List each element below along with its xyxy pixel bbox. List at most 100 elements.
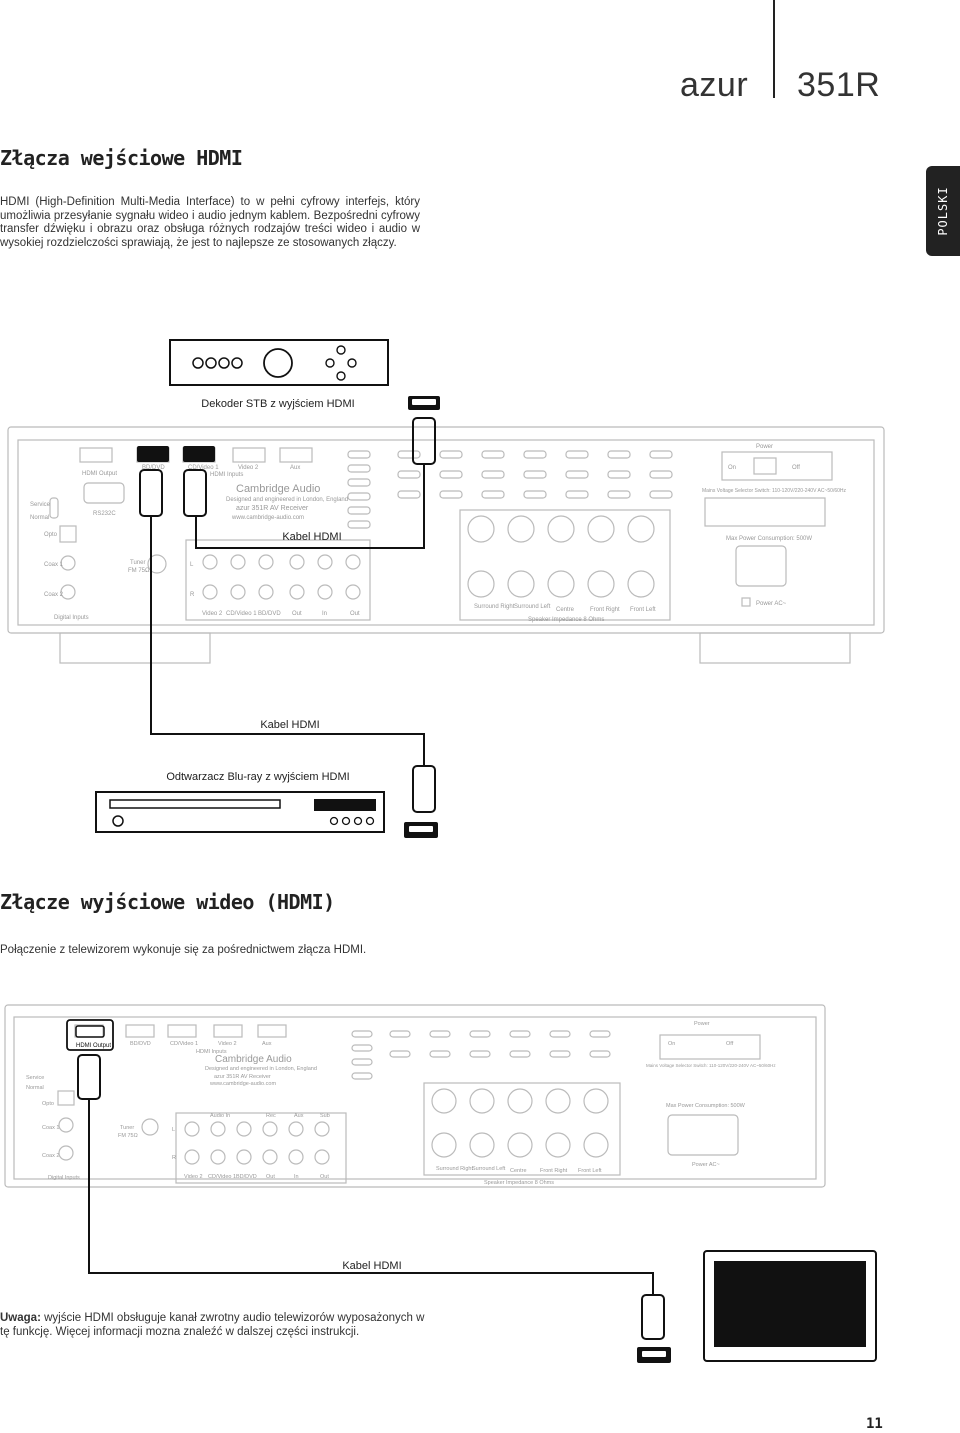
stb-device [169, 339, 389, 386]
svg-text:In: In [322, 611, 327, 617]
note-label: Uwaga: [0, 1312, 41, 1324]
svg-text:CD/Video 1: CD/Video 1 [170, 1041, 198, 1047]
cable-label-bottom: Kabel HDMI [260, 719, 319, 731]
svg-text:Max Power Consumption: 500W: Max Power Consumption: 500W [726, 536, 812, 542]
svg-text:FM 75Ω: FM 75Ω [118, 1133, 138, 1139]
svg-text:RS232C: RS232C [93, 511, 116, 517]
svg-text:Cambridge Audio: Cambridge Audio [236, 483, 320, 495]
tv-hdmi-port [637, 1347, 671, 1363]
svg-text:Out: Out [320, 1174, 329, 1180]
hdmi-input-diagram: Dekoder STB z wyjściem HDMI [7, 339, 885, 838]
svg-text:Front Left: Front Left [630, 607, 656, 613]
svg-text:Tuner: Tuner [120, 1125, 134, 1131]
svg-text:HDMI Inputs: HDMI Inputs [196, 1049, 227, 1055]
svg-text:Off: Off [726, 1041, 734, 1047]
svg-text:Sub: Sub [320, 1113, 330, 1119]
svg-text:www.cambridge-audio.com: www.cambridge-audio.com [231, 515, 304, 521]
svg-text:Service: Service [26, 1075, 44, 1081]
paragraph-line: wysokiej rozdzielczości sprawiają, że je… [0, 236, 397, 249]
svg-text:Designed and engineered in Lon: Designed and engineered in London, Engla… [226, 497, 348, 503]
svg-text:Video 2: Video 2 [218, 1041, 237, 1047]
receiver-rear-panel-2 [4, 1004, 826, 1188]
svg-text:Designed and engineered in Lon: Designed and engineered in London, Engla… [205, 1066, 317, 1072]
svg-text:BD/DVD: BD/DVD [142, 465, 165, 471]
svg-text:Video 2: Video 2 [238, 465, 259, 471]
receiver-labels-2: BD/DVD CD/Video 1 Video 2 Aux HDMI Input… [26, 1021, 776, 1186]
svg-text:Power AC~: Power AC~ [756, 601, 787, 607]
section2-title: Złącze wyjściowe wideo (HDMI) [0, 890, 335, 914]
svg-text:azur 351R AV Receiver: azur 351R AV Receiver [236, 505, 309, 512]
svg-text:Max Power Consumption: 500W: Max Power Consumption: 500W [666, 1103, 746, 1109]
svg-text:CD/Video 1: CD/Video 1 [208, 1174, 236, 1180]
hdmi-output-diagram: BD/DVD CD/Video 1 Video 2 Aux HDMI Input… [4, 1004, 877, 1363]
svg-text:Video 2: Video 2 [184, 1174, 203, 1180]
svg-text:Normal: Normal [26, 1085, 44, 1091]
svg-text:BD/DVD: BD/DVD [236, 1174, 257, 1180]
svg-text:Digital Inputs: Digital Inputs [54, 615, 89, 621]
svg-text:Out: Out [266, 1174, 275, 1180]
receiver-labels: HDMI Output BD/DVD CD/Video 1 Video 2 Au… [30, 444, 847, 623]
hdmi-output-cable [77, 1054, 665, 1340]
svg-text:CD/Video 1: CD/Video 1 [226, 611, 257, 617]
svg-text:Opto: Opto [44, 532, 58, 538]
svg-text:Mains Voltage Selector Switch:: Mains Voltage Selector Switch: 110-120V/… [646, 1063, 776, 1068]
svg-text:Centre: Centre [556, 607, 575, 613]
cable-label-top: Kabel HDMI [282, 531, 341, 543]
svg-text:Front Left: Front Left [578, 1168, 602, 1174]
hdmi-output-port: HDMI Output [66, 1019, 114, 1051]
stb-caption: Dekoder STB z wyjściem HDMI [201, 398, 354, 410]
svg-text:L: L [190, 562, 194, 568]
svg-text:Out: Out [292, 611, 302, 617]
svg-text:FM 75Ω: FM 75Ω [128, 568, 150, 574]
svg-text:Tuner: Tuner [130, 560, 145, 566]
svg-text:Front Right: Front Right [590, 607, 620, 613]
television [703, 1250, 877, 1362]
svg-text:Speaker Impedance 8 Ohms: Speaker Impedance 8 Ohms [484, 1180, 554, 1186]
bluray-hdmi-port [404, 822, 438, 838]
paragraph-line: transfer dźwięku i obrazu oraz obsługa r… [0, 223, 420, 235]
svg-text:Audio In: Audio In [210, 1113, 230, 1119]
svg-text:Speaker Impedance 8 Ohms: Speaker Impedance 8 Ohms [528, 617, 604, 623]
svg-text:Cambridge Audio: Cambridge Audio [215, 1054, 292, 1065]
svg-text:Video 2: Video 2 [202, 611, 223, 617]
svg-text:R: R [172, 1155, 176, 1161]
svg-text:Coax 2: Coax 2 [42, 1153, 59, 1159]
section1-paragraph: HDMI (High-Definition Multi-Media Interf… [0, 196, 420, 250]
svg-text:On: On [668, 1041, 675, 1047]
svg-text:BD/DVD: BD/DVD [130, 1041, 151, 1047]
note-line1: wyjście HDMI obsługuje kanał zwrotny aud… [40, 1312, 425, 1324]
receiver-rear-panel [7, 426, 885, 664]
svg-text:Centre: Centre [510, 1168, 527, 1174]
brand-name: azur [680, 66, 749, 104]
svg-text:BD/DVD: BD/DVD [258, 611, 281, 617]
svg-text:HDMI Inputs: HDMI Inputs [210, 472, 243, 478]
paragraph-line: HDMI (High-Definition Multi-Media Interf… [0, 196, 420, 208]
bluray-caption: Odtwarzacz Blu-ray z wyjściem HDMI [166, 771, 349, 783]
cable-label-output: Kabel HDMI [342, 1260, 401, 1272]
svg-text:Coax 1: Coax 1 [44, 562, 64, 568]
svg-text:Surround Left: Surround Left [514, 604, 551, 610]
svg-text:L: L [172, 1127, 175, 1133]
note-line2: tę funkcję. Więcej informacji mozna znal… [0, 1325, 360, 1338]
bluray-player [95, 791, 385, 833]
section2-paragraph: Połączenie z telewizorem wykonuje się za… [0, 944, 367, 956]
svg-text:Mains Voltage Selector Switch:: Mains Voltage Selector Switch: 110-120V/… [702, 488, 847, 494]
section1-title: Złącza wejściowe HDMI [0, 146, 243, 170]
svg-text:Normal: Normal [30, 515, 49, 521]
svg-text:Service: Service [30, 502, 51, 508]
svg-text:Aux: Aux [290, 465, 300, 471]
svg-text:Power: Power [694, 1021, 710, 1027]
svg-text:Surround Left: Surround Left [472, 1166, 506, 1172]
svg-text:Power: Power [756, 444, 773, 450]
svg-text:HDMI Output: HDMI Output [76, 1043, 111, 1049]
svg-text:Coax 1: Coax 1 [42, 1125, 59, 1131]
svg-text:Surround Right: Surround Right [474, 604, 515, 610]
hdmi-cables [139, 417, 436, 813]
hdmi-plugs [137, 396, 440, 462]
paragraph-line: umożliwia przesyłanie sygnału wideo i au… [0, 209, 420, 222]
svg-text:CD/Video 1: CD/Video 1 [188, 465, 219, 471]
language-tab-label: POLSKI [936, 186, 950, 236]
svg-text:Surround Right: Surround Right [436, 1166, 473, 1172]
svg-text:Front Right: Front Right [540, 1168, 568, 1174]
svg-text:Coax 2: Coax 2 [44, 592, 64, 598]
